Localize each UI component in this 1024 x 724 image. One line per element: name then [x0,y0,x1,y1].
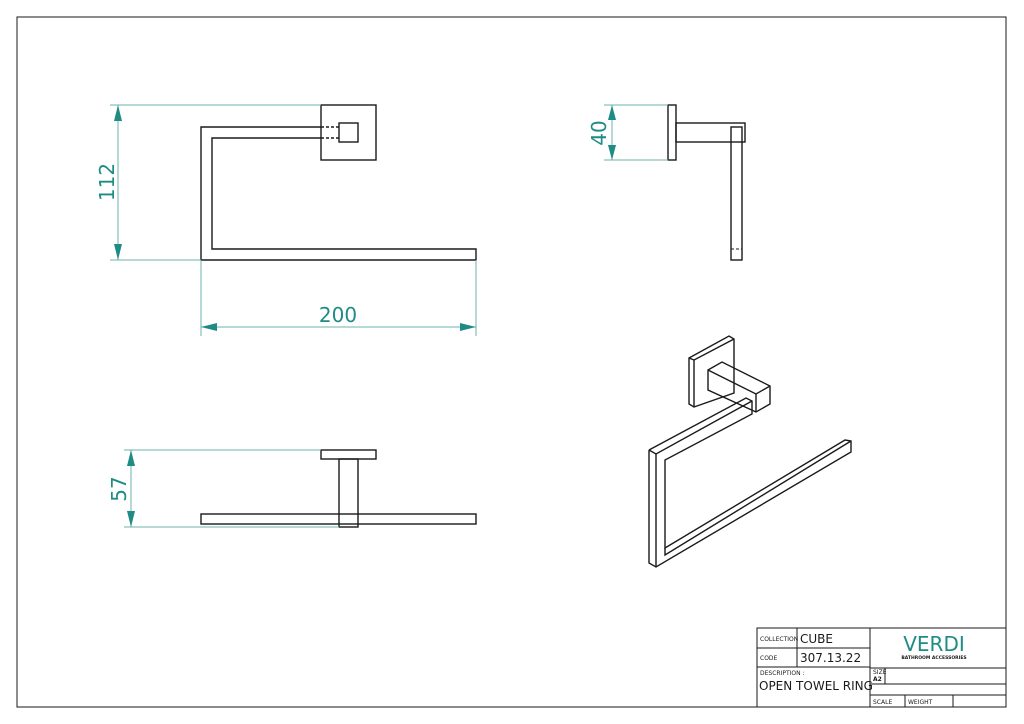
top-view [200,449,477,528]
wall-plate [320,104,377,161]
collection-value: CUBE [800,632,833,646]
collection-label: COLLECTION [760,636,798,643]
dimension-label-side-depth: 40 [587,120,611,145]
description-label: DESCRIPTION : [760,670,805,677]
scale-label: SCALE [873,699,892,706]
drawing-frame [16,16,1007,708]
dimension-width: 200 [200,260,477,336]
brand-subtitle: BATHROOM ACCESSORIES [901,655,966,661]
dimension-label-width: 200 [319,303,357,327]
description-value: OPEN TOWEL RING [759,679,873,693]
dimension-top-depth: 57 [107,449,339,528]
arm-section [338,122,359,143]
isometric-view [648,335,852,568]
size-value: A2 [873,676,882,683]
size-label: SIZE [873,669,887,676]
code-value: 307.13.22 [800,651,861,665]
dimension-label-top-depth: 57 [107,476,131,501]
ring-outline [200,126,477,261]
front-view [200,104,477,261]
brand-logo: VERDI [903,632,965,656]
code-label: CODE [760,655,778,662]
dimension-height: 112 [95,104,321,261]
side-view [667,104,746,261]
title-block: COLLECTION CUBE CODE 307.13.22 DESCRIPTI… [756,627,1007,708]
weight-label: WEIGHT [908,699,933,706]
dimension-label-height: 112 [95,163,119,201]
dimension-side-depth: 40 [587,104,668,161]
